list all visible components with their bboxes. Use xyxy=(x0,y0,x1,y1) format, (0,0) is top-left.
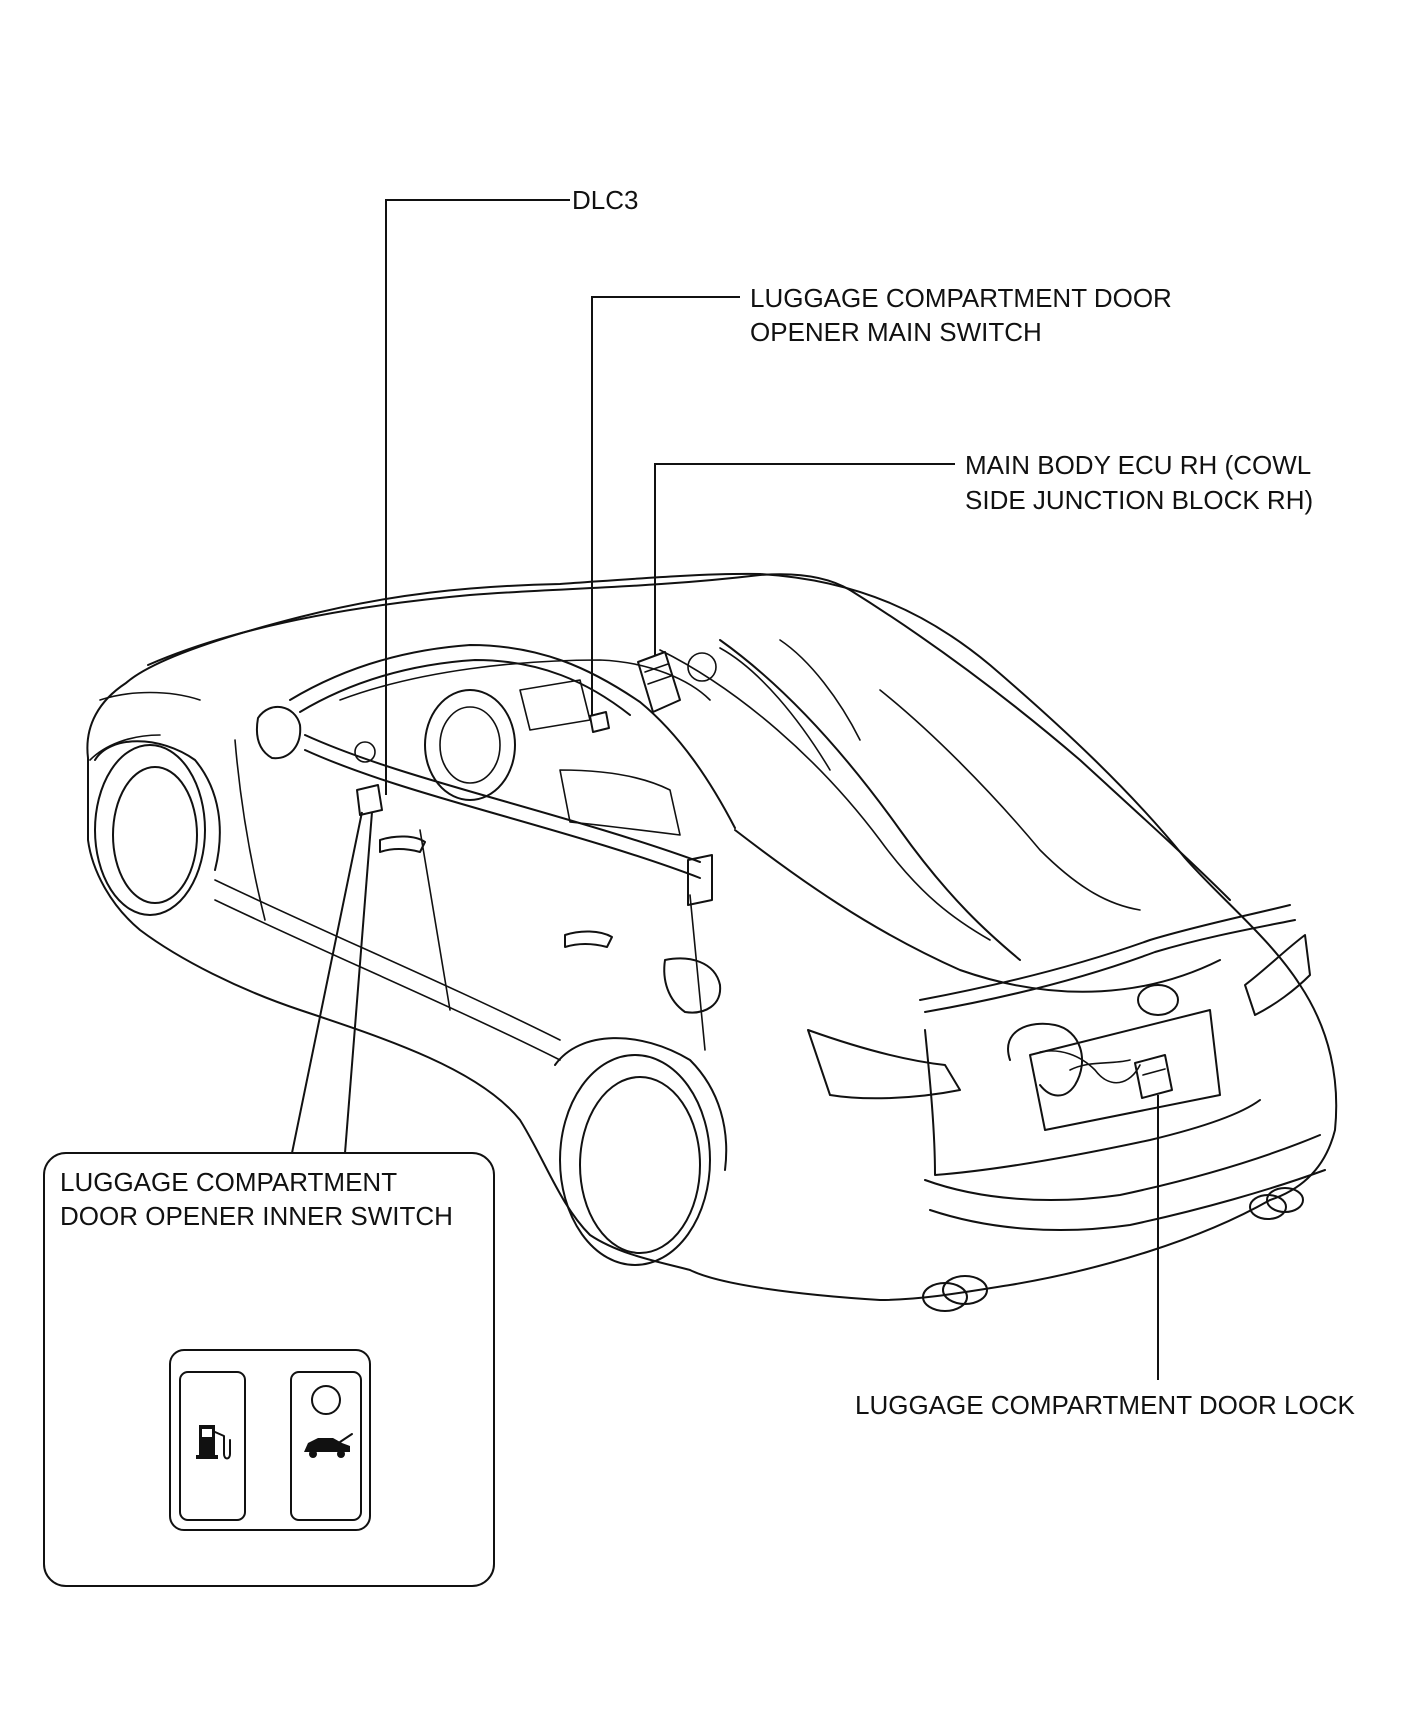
leader-opener-main-switch xyxy=(591,296,740,715)
main-body-ecu xyxy=(637,651,681,713)
dlc3-connector xyxy=(356,784,383,816)
car-illustration xyxy=(86,572,1338,1312)
fuel-lid-button xyxy=(179,1371,246,1521)
trunk-opener-button[interactable] xyxy=(290,1371,362,1521)
fuel-pump-icon xyxy=(196,1425,231,1460)
label-main-body-ecu-line2: SIDE JUNCTION BLOCK RH) xyxy=(965,485,1313,515)
leader-inner-switch-b xyxy=(344,811,373,1154)
switch-bezel xyxy=(169,1349,371,1531)
label-main-body-ecu-line1: MAIN BODY ECU RH (COWL xyxy=(965,450,1311,480)
label-inner-switch-line1: LUGGAGE COMPARTMENT xyxy=(60,1167,397,1197)
inner-switch-inset: LUGGAGE COMPARTMENT DOOR OPENER INNER SW… xyxy=(43,1152,495,1587)
indicator-light xyxy=(311,1385,341,1415)
label-dlc3: DLC3 xyxy=(572,185,638,215)
label-opener-main-switch-line2: OPENER MAIN SWITCH xyxy=(750,317,1042,347)
label-inner-switch-line2: DOOR OPENER INNER SWITCH xyxy=(60,1201,453,1231)
door-lock xyxy=(1134,1054,1173,1099)
opener-main-switch xyxy=(589,711,610,733)
label-opener-main-switch-line1: LUGGAGE COMPARTMENT DOOR xyxy=(750,283,1172,313)
leader-dlc3 xyxy=(385,199,570,795)
car-trunk-open-icon xyxy=(304,1433,353,1458)
label-door-lock: LUGGAGE COMPARTMENT DOOR LOCK xyxy=(855,1390,1356,1420)
leader-inner-switch-a xyxy=(291,811,363,1154)
leader-main-body-ecu xyxy=(654,463,955,655)
